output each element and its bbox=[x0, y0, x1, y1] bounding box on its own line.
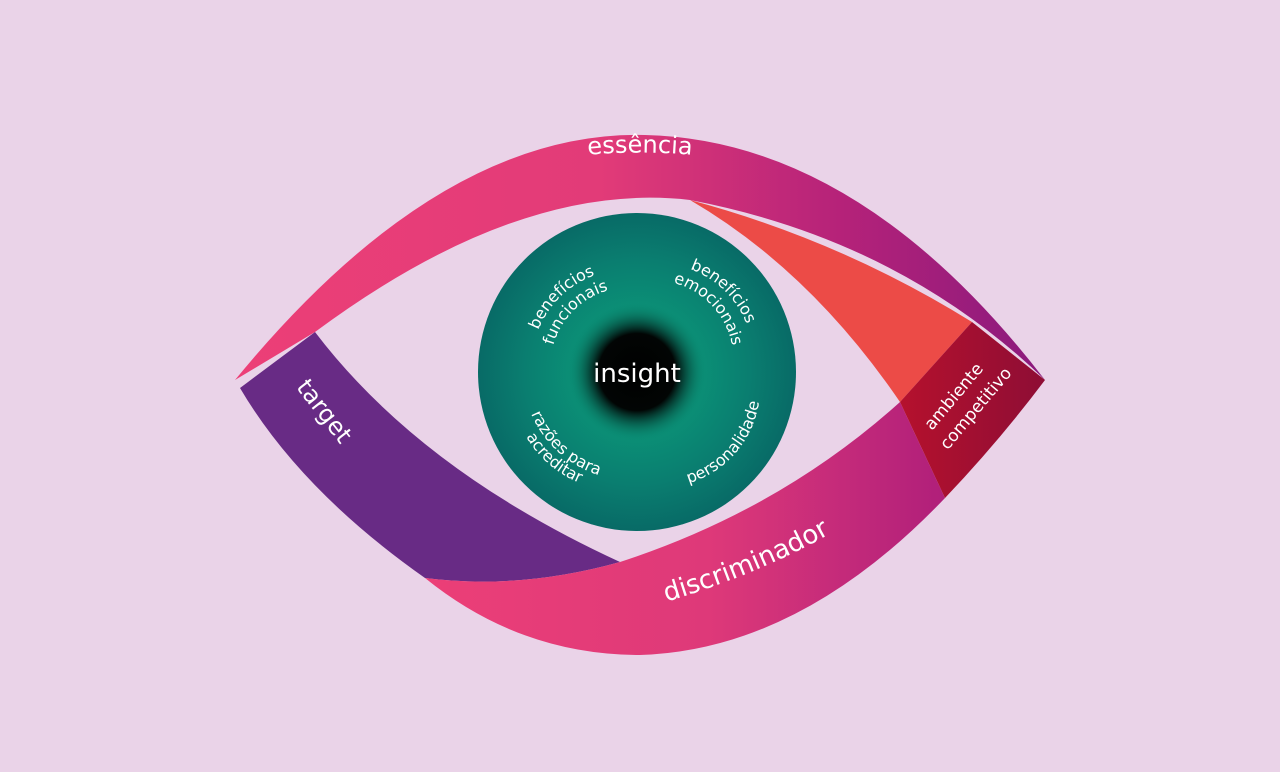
discriminador-band bbox=[425, 402, 945, 655]
ambiente-competitivo-band bbox=[900, 322, 1045, 498]
essencia-band bbox=[235, 134, 1045, 380]
target-band bbox=[240, 332, 620, 582]
pupil bbox=[567, 302, 707, 442]
coral-wedge bbox=[690, 200, 972, 402]
insight-label: insight bbox=[593, 359, 681, 389]
band-label-essencia: essência bbox=[586, 130, 694, 160]
